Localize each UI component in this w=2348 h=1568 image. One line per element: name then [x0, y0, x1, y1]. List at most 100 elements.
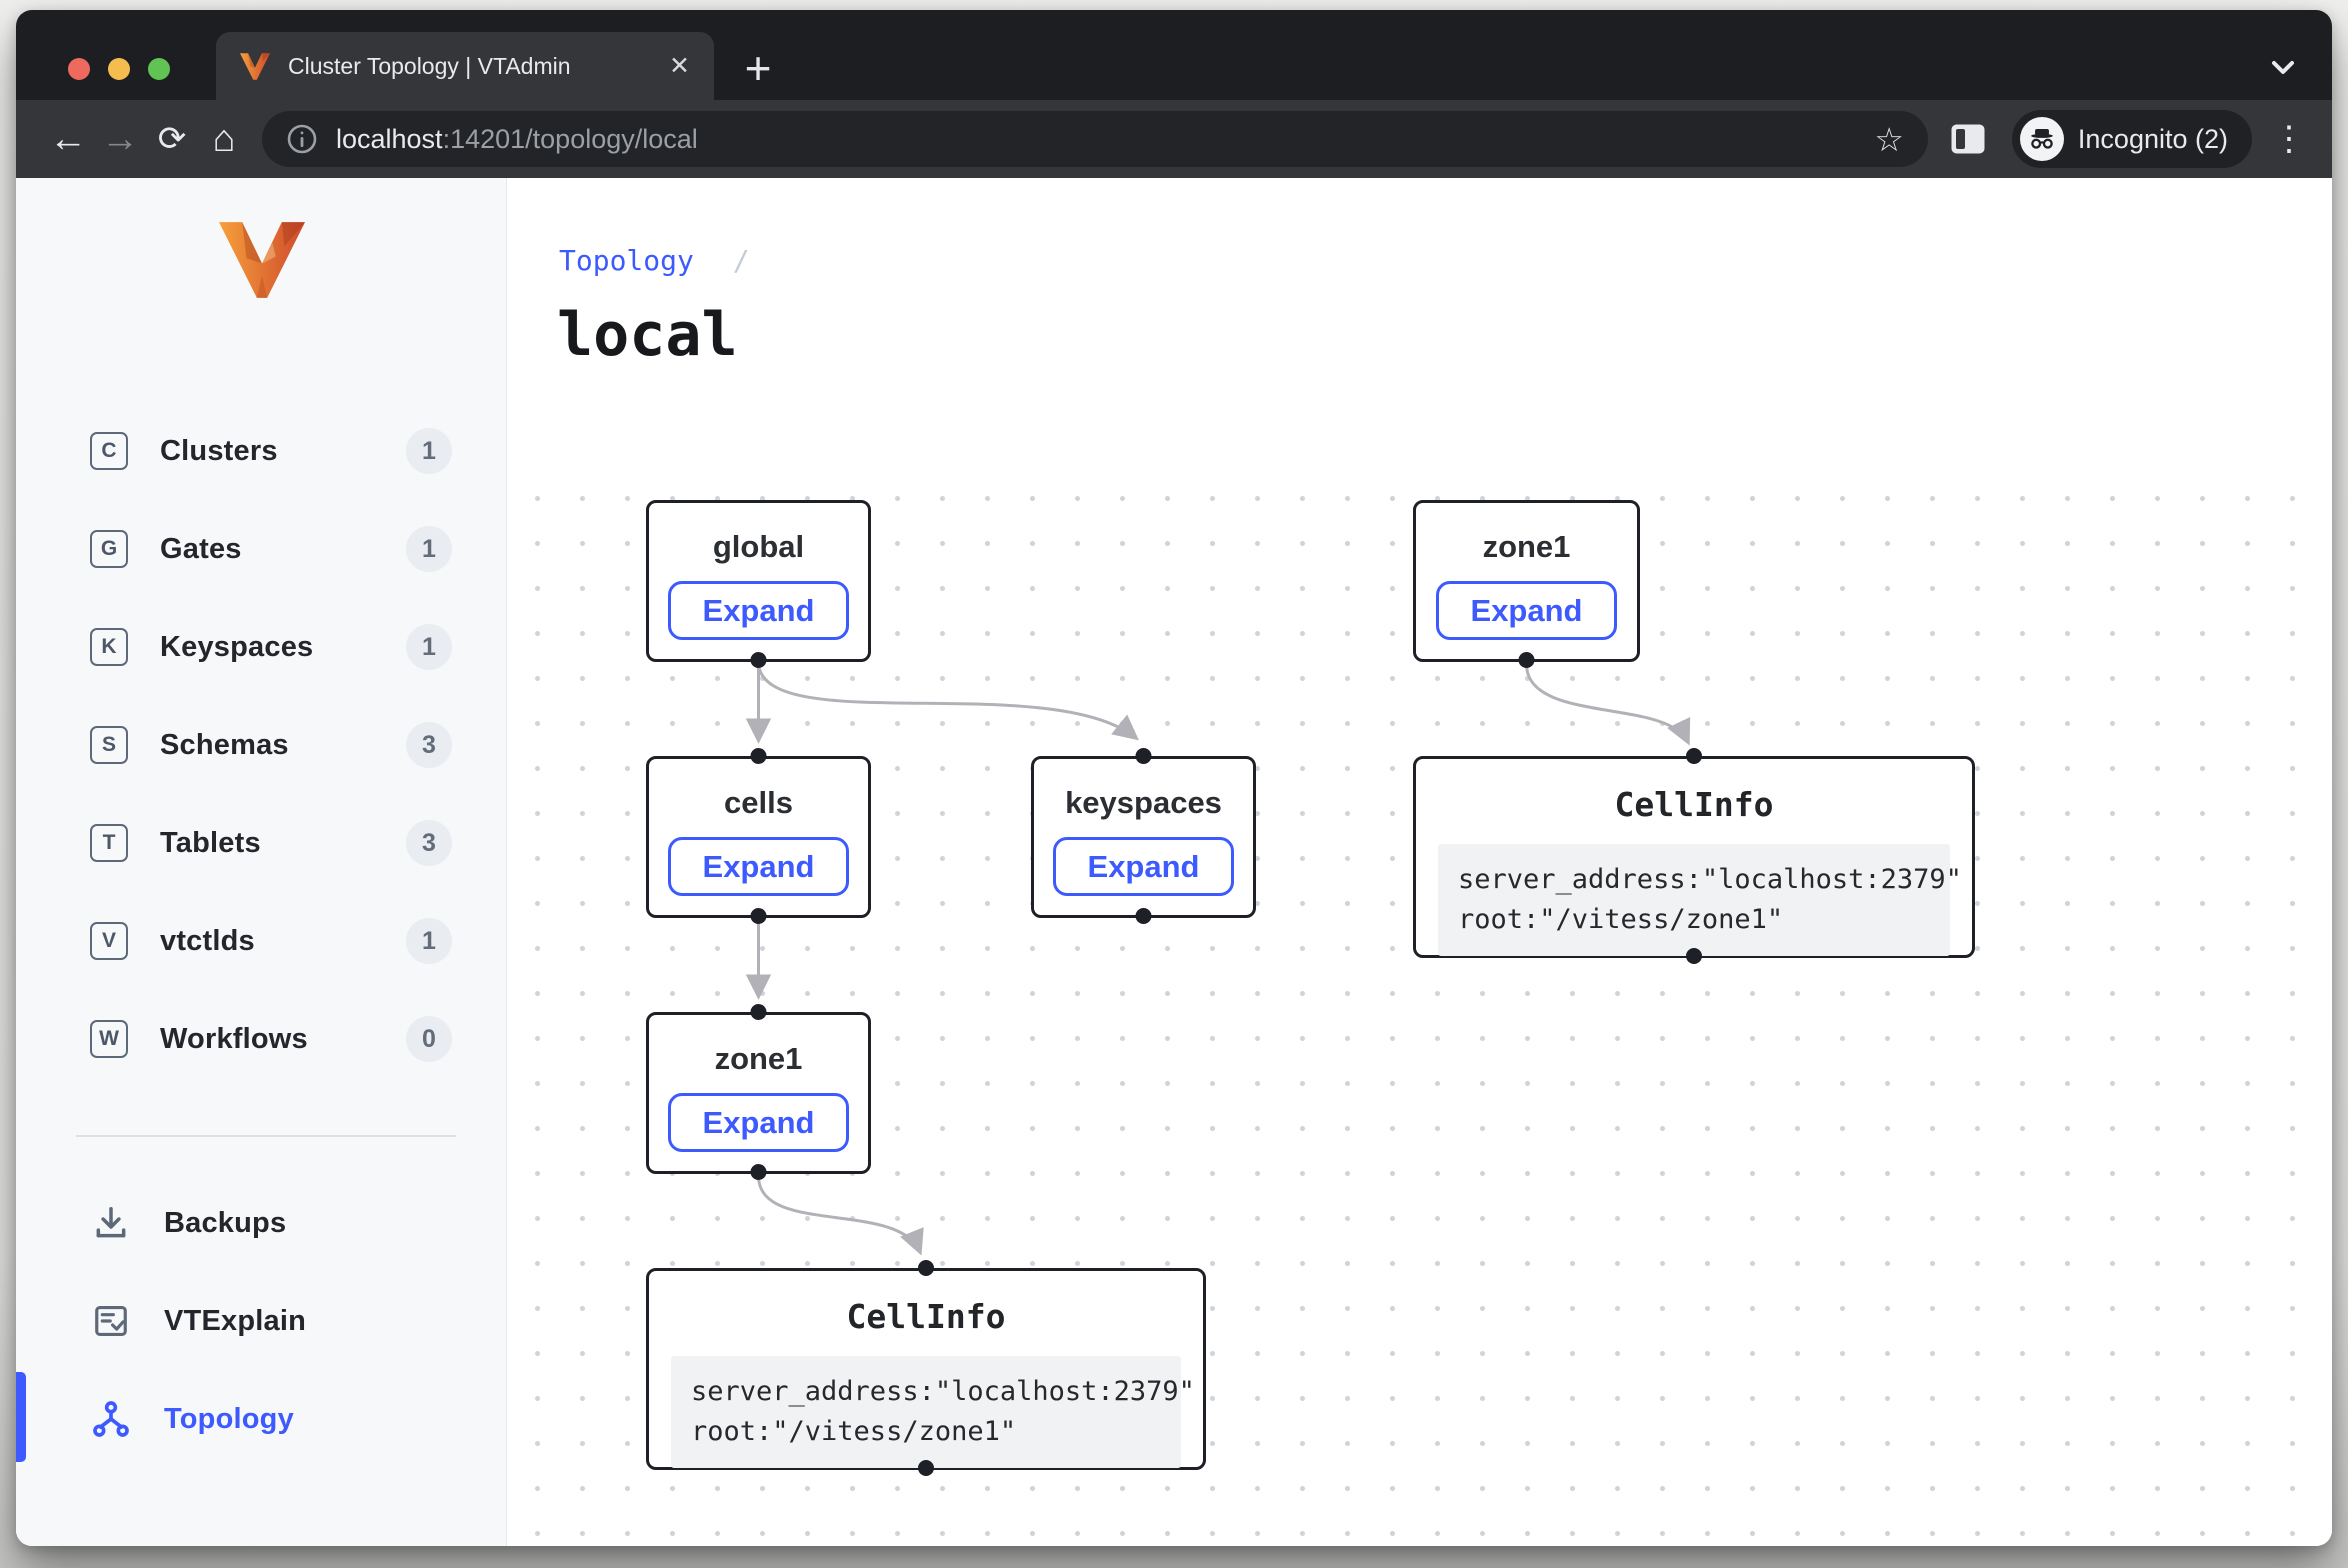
count-badge: 1	[406, 624, 452, 670]
sidebar-item-label: Tablets	[160, 826, 261, 859]
url-text[interactable]: localhost:14201/topology/local	[336, 124, 698, 155]
node-cells: cells Expand	[646, 756, 871, 918]
node-title: CellInfo	[846, 1297, 1006, 1336]
sidebar-item-schemas[interactable]: S Schemas 3	[16, 696, 506, 794]
expand-button-zone1-left[interactable]: Expand	[667, 1093, 850, 1153]
count-badge: 1	[406, 428, 452, 474]
maximize-window-button[interactable]	[148, 58, 170, 80]
tab-title: Cluster Topology | VTAdmin	[288, 52, 571, 79]
count-badge: 3	[406, 722, 452, 768]
node-title: zone1	[1482, 529, 1571, 564]
node-title: keyspaces	[1065, 785, 1222, 820]
code-line: root:"/vitess/zone1"	[1458, 904, 1784, 935]
vitess-logo	[219, 222, 305, 298]
count-badge: 0	[406, 1016, 452, 1062]
browser-menu-icon[interactable]: ⋮	[2272, 120, 2306, 158]
side-panel-icon[interactable]	[1950, 123, 1986, 155]
node-zone1-right: zone1 Expand	[1413, 500, 1640, 662]
clusters-icon: C	[90, 432, 128, 470]
sidebar-item-label: Schemas	[160, 728, 289, 761]
tab-cluster-topology[interactable]: Cluster Topology | VTAdmin ✕	[216, 32, 714, 100]
breadcrumb-separator: /	[732, 244, 750, 277]
reload-icon[interactable]: ⟳	[157, 120, 187, 158]
gates-icon: G	[90, 530, 128, 568]
sidebar-item-label: Gates	[160, 532, 242, 565]
count-badge: 1	[406, 526, 452, 572]
breadcrumb-topology-link[interactable]: Topology	[559, 244, 694, 277]
new-tab-button[interactable]: +	[744, 42, 772, 94]
sidebar-item-workflows[interactable]: W Workflows 0	[16, 990, 506, 1088]
active-item-indicator	[16, 1372, 26, 1462]
main-content: Topology / local global Expand zone1 Exp…	[507, 178, 2332, 1546]
topology-icon	[90, 1398, 132, 1440]
cellinfo-code: server_address:"localhost:2379" root:"/v…	[1438, 844, 1962, 956]
sidebar-item-vtexplain[interactable]: VTExplain	[16, 1272, 506, 1370]
count-badge: 1	[406, 918, 452, 964]
count-badge: 3	[406, 820, 452, 866]
home-icon[interactable]: ⌂	[212, 117, 236, 160]
bookmark-star-icon[interactable]: ☆	[1874, 120, 1904, 158]
incognito-label: Incognito (2)	[2077, 123, 2228, 154]
browser-toolbar: ← → ⟳ ⌂ localhost:14201/topology/local ☆	[16, 100, 2332, 178]
sidebar-item-tablets[interactable]: T Tablets 3	[16, 794, 506, 892]
code-line: server_address:"localhost:2379"	[691, 1376, 1195, 1407]
browser-window: Cluster Topology | VTAdmin ✕ + ← → ⟳ ⌂ l…	[16, 10, 2332, 1546]
node-title: CellInfo	[1614, 785, 1774, 824]
sidebar-item-label: vtctlds	[160, 924, 255, 957]
expand-button-cells[interactable]: Expand	[667, 837, 850, 897]
sidebar-item-label: Workflows	[160, 1022, 308, 1055]
sidebar-item-vtctlds[interactable]: V vtctlds 1	[16, 892, 506, 990]
vtadmin-app: C Clusters 1 G Gates 1 K Keyspaces 1 S S…	[16, 178, 2332, 1546]
keyspaces-icon: K	[90, 628, 128, 666]
node-title: zone1	[714, 1041, 803, 1076]
sidebar-item-label: Clusters	[160, 434, 278, 467]
sidebar-item-topology[interactable]: Topology	[16, 1370, 506, 1468]
sidebar-divider	[76, 1135, 456, 1137]
node-zone1-left: zone1 Expand	[646, 1012, 871, 1174]
sidebar-item-backups[interactable]: Backups	[16, 1174, 506, 1272]
node-title: global	[712, 529, 805, 564]
vitess-favicon	[240, 52, 270, 80]
node-title: cells	[724, 785, 793, 820]
site-info-icon[interactable]	[286, 123, 318, 155]
node-global: global Expand	[646, 500, 871, 662]
expand-button-keyspaces[interactable]: Expand	[1052, 837, 1235, 897]
sidebar-nav: C Clusters 1 G Gates 1 K Keyspaces 1 S S…	[16, 402, 506, 1088]
close-window-button[interactable]	[68, 58, 90, 80]
expand-button-global[interactable]: Expand	[667, 581, 850, 641]
page-title: local	[557, 300, 738, 370]
expand-button-zone1-right[interactable]: Expand	[1435, 581, 1618, 641]
document-check-icon	[90, 1300, 132, 1342]
incognito-icon	[2019, 117, 2064, 161]
node-keyspaces: keyspaces Expand	[1031, 756, 1256, 918]
window-controls	[68, 58, 170, 80]
sidebar-item-label: Keyspaces	[160, 630, 314, 663]
sidebar-item-gates[interactable]: G Gates 1	[16, 500, 506, 598]
tab-strip: Cluster Topology | VTAdmin ✕ +	[16, 10, 2332, 100]
sidebar: C Clusters 1 G Gates 1 K Keyspaces 1 S S…	[16, 178, 507, 1546]
cellinfo-code: server_address:"localhost:2379" root:"/v…	[671, 1356, 1195, 1468]
node-cellinfo-bottom: CellInfo server_address:"localhost:2379"…	[646, 1268, 1206, 1470]
sidebar-secondary-nav: Backups VTExplain	[16, 1174, 506, 1468]
url-path: :14201/topology/local	[442, 123, 698, 154]
forward-icon[interactable]: →	[101, 117, 139, 160]
back-icon[interactable]: ←	[49, 117, 87, 160]
code-line: root:"/vitess/zone1"	[691, 1416, 1017, 1447]
minimize-window-button[interactable]	[108, 58, 130, 80]
sidebar-item-label: Topology	[164, 1402, 294, 1435]
node-cellinfo-right: CellInfo server_address:"localhost:2379"…	[1413, 756, 1975, 958]
breadcrumb: Topology /	[559, 244, 750, 277]
tab-close-icon[interactable]: ✕	[669, 51, 690, 80]
sidebar-item-clusters[interactable]: C Clusters 1	[16, 402, 506, 500]
sidebar-item-keyspaces[interactable]: K Keyspaces 1	[16, 598, 506, 696]
vtctlds-icon: V	[90, 922, 128, 960]
address-bar[interactable]: localhost:14201/topology/local ☆	[262, 111, 1928, 167]
tab-search-chevron-icon[interactable]	[2268, 58, 2298, 78]
download-icon	[90, 1202, 132, 1244]
code-line: server_address:"localhost:2379"	[1458, 864, 1962, 895]
schemas-icon: S	[90, 726, 128, 764]
workflows-icon: W	[90, 1020, 128, 1058]
tablets-icon: T	[90, 824, 128, 862]
incognito-badge[interactable]: Incognito (2)	[2011, 110, 2252, 168]
sidebar-item-label: Backups	[164, 1206, 287, 1239]
